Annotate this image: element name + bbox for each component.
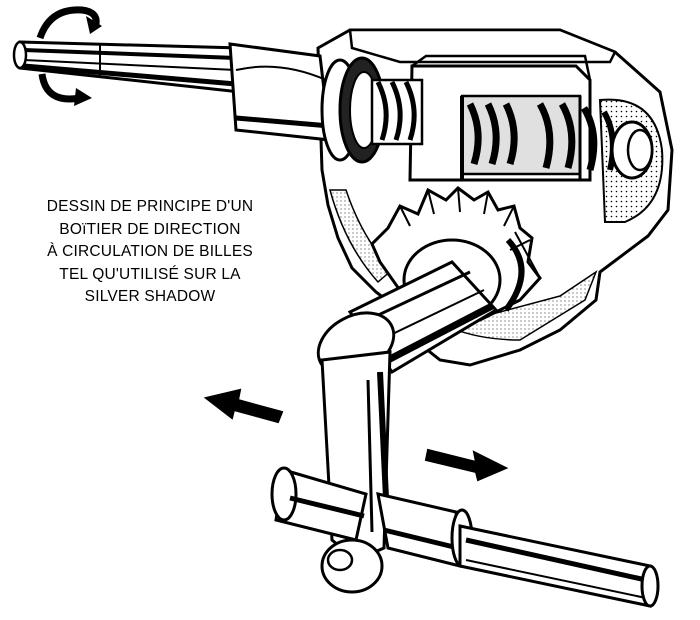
diagram-caption: DESSIN DE PRINCIPE D'UN BOïTIER DE DIREC… — [18, 196, 282, 309]
caption-line: À CIRCULATION DE BILLES — [47, 243, 253, 260]
worm-gear — [370, 78, 654, 180]
drag-link — [270, 466, 660, 608]
caption-line: SILVER SHADOW — [84, 288, 216, 305]
caption-line: BOïTIER DE DIRECTION — [59, 220, 241, 238]
right-arrow-icon — [424, 448, 509, 482]
left-arrow-icon — [203, 388, 284, 424]
steering-shaft — [12, 40, 386, 164]
caption-line: TEL QU'UTILISÉ SUR LA — [59, 265, 241, 283]
sector-shaft — [316, 260, 499, 377]
caption-line: DESSIN DE PRINCIPE D'UN — [46, 198, 254, 215]
drop-arm — [320, 350, 392, 594]
rotation-arrow-icon — [36, 6, 102, 106]
